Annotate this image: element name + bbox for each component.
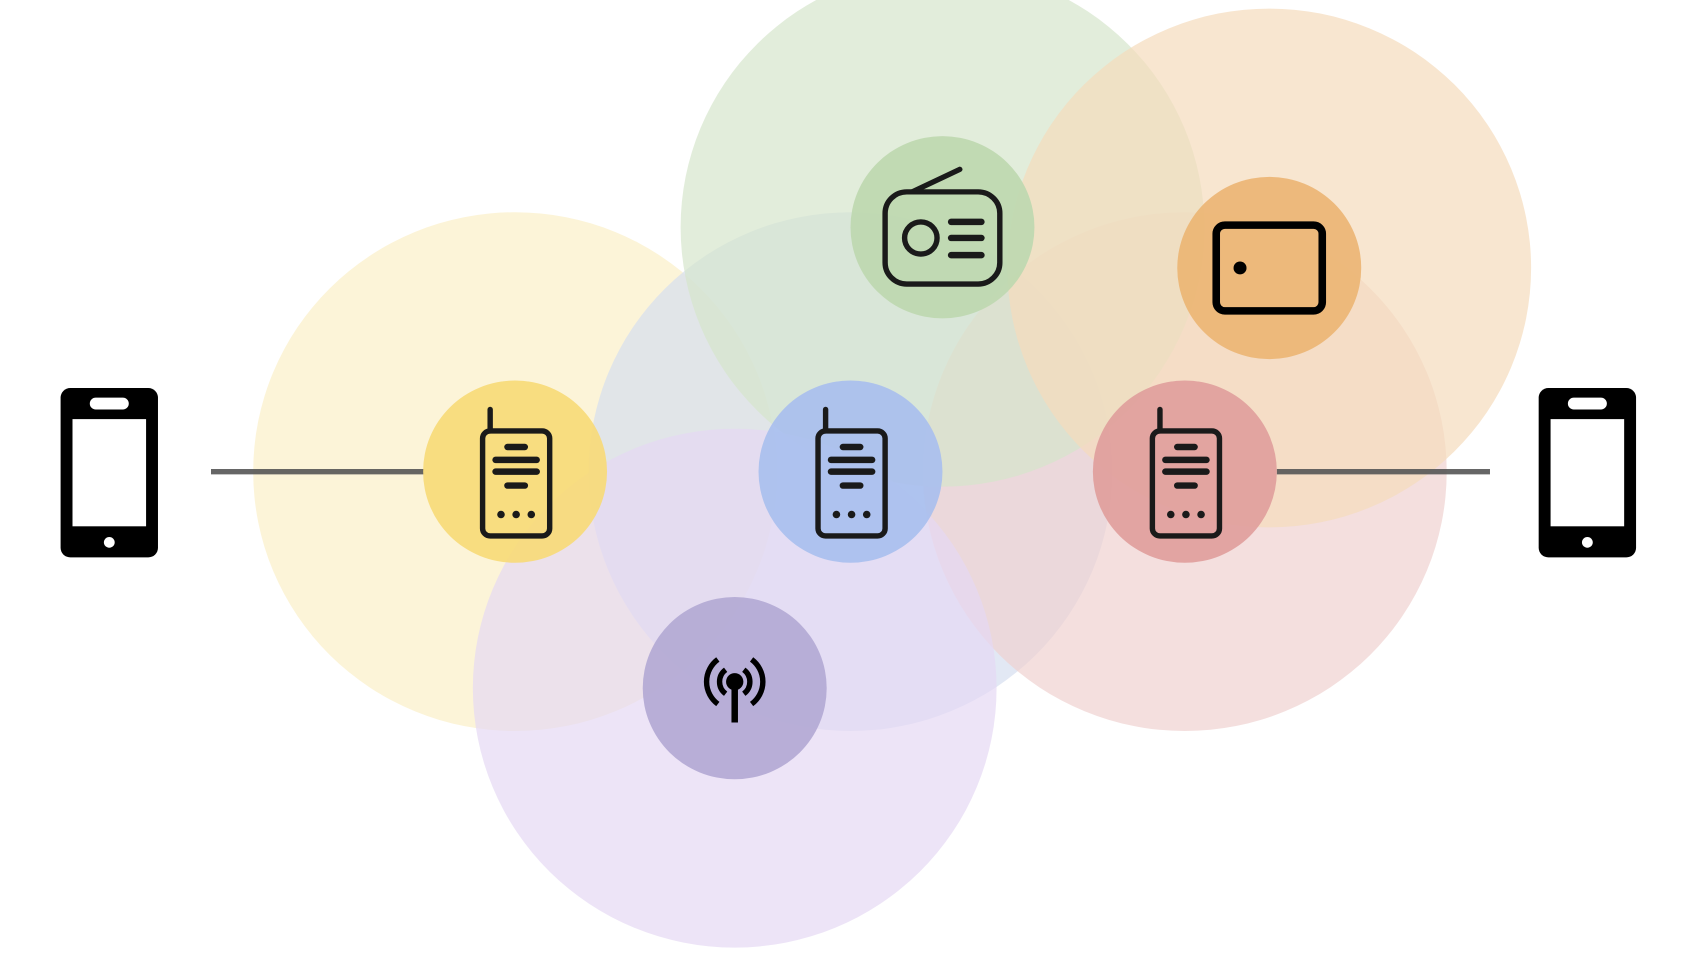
walkie-yellow-node: [423, 380, 608, 563]
antenna-purple-node: [642, 597, 827, 780]
radio-green-node: [850, 136, 1035, 319]
walkie-talkie-icon: [815, 406, 888, 539]
tablet-orange-node: [1177, 176, 1362, 360]
smartphone-icon: [1538, 388, 1637, 558]
walkie-red-node: [1092, 380, 1277, 563]
walkie-blue-node: [758, 380, 943, 563]
radio-icon: [882, 166, 1003, 287]
walkie-talkie-icon: [1149, 406, 1223, 539]
nodes: [423, 136, 1362, 780]
phones: [60, 388, 1637, 558]
walkie-talkie-icon: [479, 406, 553, 539]
tablet-orange-node-circle: [1177, 176, 1362, 360]
smartphone-icon: [60, 388, 158, 558]
antenna-broadcast-icon: [703, 657, 766, 723]
radio-green-node-circle: [850, 136, 1035, 319]
tablet-icon: [1212, 221, 1327, 315]
